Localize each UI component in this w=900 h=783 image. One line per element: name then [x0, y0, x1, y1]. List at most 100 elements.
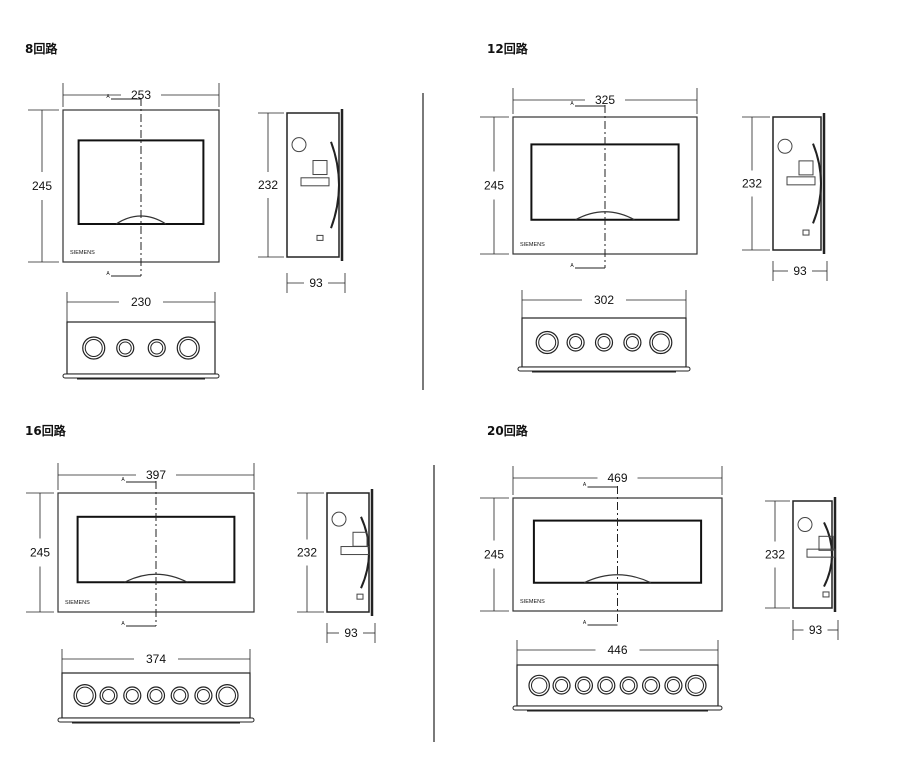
- side-knockout: [291, 137, 307, 153]
- knockout-hole: [73, 684, 97, 707]
- side-body: [326, 492, 370, 613]
- window-arch: [575, 211, 635, 221]
- knockout-hole: [123, 686, 142, 705]
- knockout-hole: [552, 676, 571, 695]
- width-dimension: 469: [607, 471, 627, 485]
- side-din-rail: [786, 176, 816, 186]
- section-marker: A: [121, 477, 125, 483]
- knockout-hole-inner: [102, 689, 116, 702]
- knockout-hole: [594, 333, 614, 352]
- knockout-hole-inner: [84, 339, 103, 357]
- section-marker: A: [583, 482, 587, 488]
- height-dimension: 245: [484, 179, 504, 193]
- bottom-body: [521, 317, 687, 368]
- brand-label: SIEMENS: [70, 250, 95, 256]
- knockout-hole-inner: [538, 333, 557, 352]
- height-dimension: 245: [32, 179, 52, 193]
- knockout-hole: [623, 333, 642, 352]
- section-marker: A: [583, 620, 587, 626]
- panel-title-20: 20回路: [487, 424, 528, 438]
- side-height-dimension: 232: [765, 548, 785, 562]
- bottom-flange: [512, 705, 723, 711]
- knockout-hole: [685, 674, 707, 697]
- knockout-hole-inner: [125, 689, 139, 702]
- panel-title-8: 8回路: [25, 42, 58, 56]
- knockout-hole: [535, 330, 559, 355]
- depth-dimension: 93: [309, 276, 323, 290]
- knockout-hole: [597, 676, 616, 695]
- knockout-hole-inner: [150, 341, 164, 355]
- knockout-hole: [176, 336, 200, 360]
- knockout-hole-inner: [644, 679, 658, 692]
- side-height-dimension: 232: [742, 177, 762, 191]
- bottom-body: [516, 664, 719, 707]
- knockout-hole: [641, 676, 661, 695]
- height-dimension: 245: [30, 546, 50, 560]
- knockout-hole-inner: [599, 679, 613, 692]
- knockout-hole: [664, 676, 683, 695]
- knockout-hole-inner: [597, 336, 611, 349]
- knockout-hole-inner: [555, 679, 569, 692]
- depth-dimension: 93: [344, 626, 358, 640]
- knockout-hole: [215, 684, 239, 707]
- knockout-hole-inner: [118, 341, 132, 355]
- knockout-hole: [528, 674, 550, 697]
- knockout-hole: [116, 338, 135, 358]
- width-dimension: 397: [146, 468, 166, 482]
- side-knockout: [331, 511, 347, 527]
- knockout-hole-inner: [179, 339, 198, 357]
- side-din-rail: [340, 546, 370, 556]
- side-height-dimension: 232: [297, 546, 317, 560]
- bottom-flange: [517, 366, 691, 372]
- knockout-hole-inner: [569, 336, 583, 349]
- window-arch: [124, 573, 188, 583]
- width-dimension: 253: [131, 88, 151, 102]
- bottom-body: [61, 672, 251, 719]
- knockout-hole: [170, 686, 189, 705]
- side-door-handle: [330, 141, 340, 229]
- knockout-hole: [574, 676, 594, 695]
- panel-title-12: 12回路: [487, 42, 528, 56]
- side-body: [772, 116, 822, 251]
- knockout-hole: [82, 336, 106, 360]
- knockout-hole-inner: [218, 686, 236, 705]
- depth-dimension: 93: [793, 264, 807, 278]
- side-door-handle: [823, 521, 833, 588]
- knockout-hole: [147, 338, 166, 358]
- panel-title-16: 16回路: [25, 424, 66, 438]
- side-height-dimension: 232: [258, 178, 278, 192]
- section-marker: A: [570, 263, 574, 269]
- bottom-width-dimension: 302: [594, 293, 614, 307]
- brand-label: SIEMENS: [520, 599, 545, 605]
- width-dimension: 325: [595, 93, 615, 107]
- knockout-hole-inner: [196, 689, 210, 702]
- bottom-flange: [57, 717, 255, 723]
- knockout-hole-inner: [625, 336, 639, 349]
- knockout-hole-inner: [622, 679, 636, 692]
- section-marker: A: [106, 271, 110, 277]
- knockout-hole-inner: [76, 686, 94, 705]
- depth-dimension: 93: [809, 623, 823, 637]
- knockout-hole-inner: [651, 333, 670, 352]
- side-ground-tab: [356, 593, 364, 600]
- bottom-width-dimension: 374: [146, 652, 166, 666]
- knockout-hole: [649, 330, 673, 355]
- side-body: [286, 112, 340, 258]
- section-marker: A: [106, 94, 110, 100]
- side-din-rail: [806, 548, 836, 558]
- side-ground-tab: [822, 591, 830, 598]
- brand-label: SIEMENS: [520, 242, 545, 248]
- knockout-hole-inner: [666, 679, 680, 692]
- side-knockout: [797, 517, 813, 533]
- knockout-hole-inner: [149, 689, 163, 702]
- knockout-hole: [566, 333, 585, 352]
- knockout-hole-inner: [173, 689, 187, 702]
- side-din-rail: [300, 177, 330, 187]
- bottom-width-dimension: 446: [607, 643, 627, 657]
- side-door-handle: [812, 143, 822, 224]
